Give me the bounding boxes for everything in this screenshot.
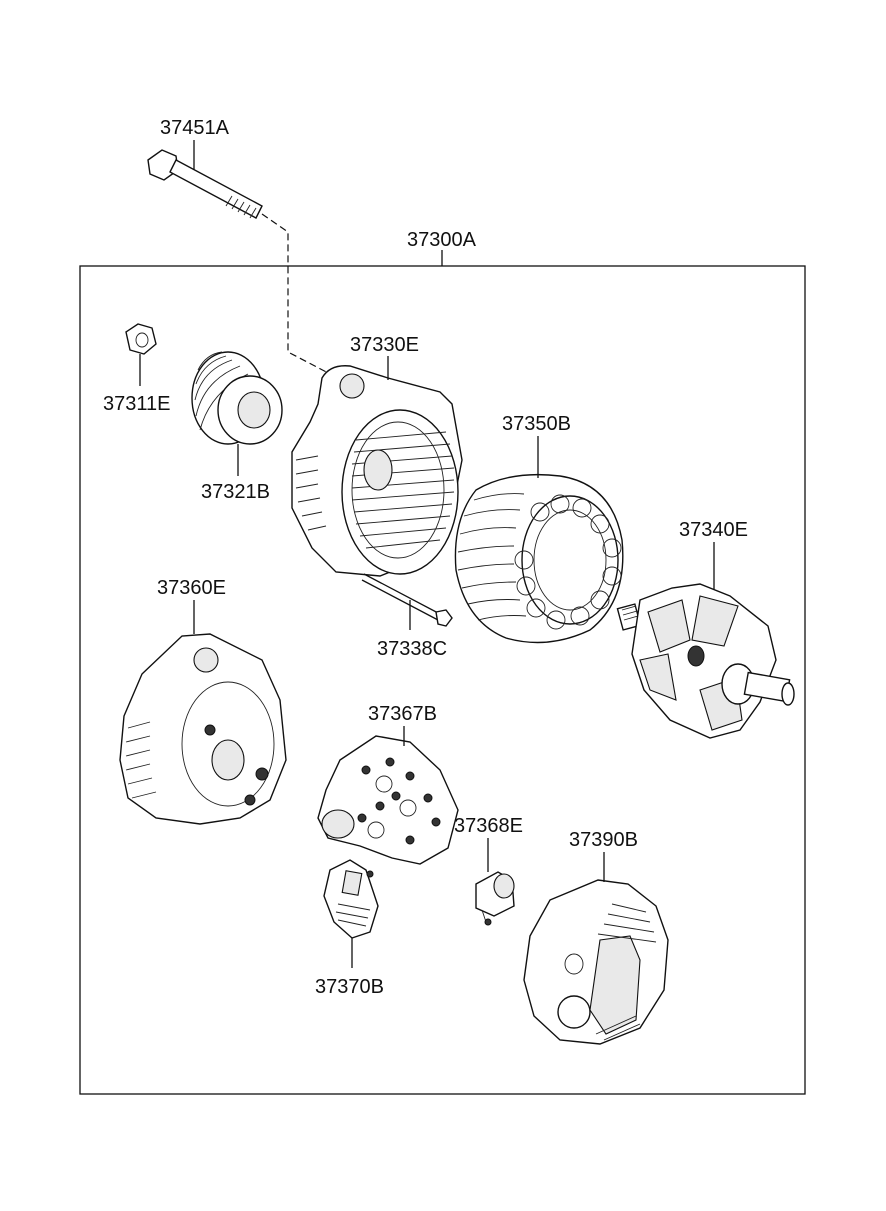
- pulley-drawing: [191, 351, 283, 445]
- part-label-rotor: 37340E: [679, 519, 748, 541]
- part-label-rear-bracket: 37360E: [157, 577, 226, 599]
- part-label-stator: 37350B: [502, 413, 571, 435]
- part-label-bolt: 37451A: [160, 117, 230, 139]
- part-label-assembly: 37300A: [407, 229, 477, 251]
- part-label-rear-cover: 37390B: [569, 829, 638, 851]
- rotor-drawing: [616, 583, 795, 739]
- part-label-front-bracket: 37330E: [350, 334, 419, 356]
- part-label-rectifier: 37367B: [368, 703, 437, 725]
- front-bracket-drawing: [291, 365, 463, 577]
- part-label-through-bolt: 37338C: [377, 638, 447, 660]
- brush-holder-drawing: [475, 871, 515, 926]
- regulator-drawing: [323, 859, 379, 939]
- through-bolt-drawing: [361, 573, 453, 627]
- nut-drawing: [125, 323, 157, 355]
- part-label-brush-holder: 37368E: [454, 815, 523, 837]
- part-label-pulley: 37321B: [201, 481, 270, 503]
- part-label-nut: 37311E: [103, 393, 170, 415]
- rear-cover-drawing: [523, 879, 669, 1045]
- bolt-drawing: [147, 149, 263, 219]
- stator-drawing: [454, 473, 624, 644]
- part-label-regulator: 37370B: [315, 976, 384, 998]
- rear-bracket-drawing: [119, 633, 287, 825]
- rectifier-drawing: [317, 735, 459, 865]
